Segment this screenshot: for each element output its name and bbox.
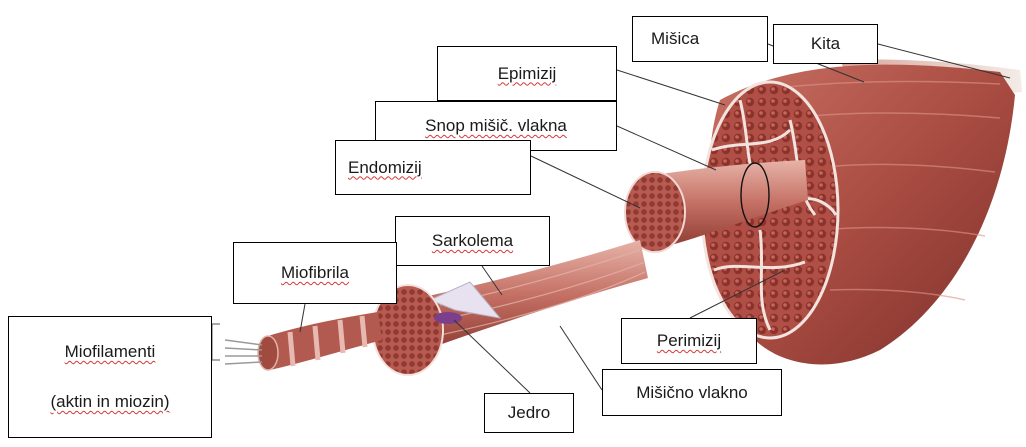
label-perimizij-text: Perimizij — [657, 331, 721, 351]
label-kita-text: Kita — [811, 34, 840, 54]
label-endomizij-text: Endomizij — [348, 158, 422, 178]
label-miofibrila-text: Miofibrila — [281, 263, 349, 283]
nucleus-shape — [434, 312, 462, 324]
label-epimizij: Epimizij — [437, 46, 617, 101]
label-misicno-vlakno-text: Mišično vlakno — [636, 383, 748, 403]
label-miofibrila: Miofibrila — [233, 242, 397, 304]
label-kita: Kita — [773, 24, 878, 64]
label-misica-text: Mišica — [651, 29, 699, 49]
label-miofilamenti: Miofilamenti (aktin in miozin) — [8, 316, 212, 438]
label-endomizij: Endomizij — [335, 140, 531, 195]
myofilament-bracket — [212, 324, 220, 360]
label-snop-text: Snop mišič. vlakna — [425, 116, 567, 136]
label-misicno-vlakno: Mišično vlakno — [602, 369, 782, 416]
fascicle-cross-section — [625, 172, 685, 252]
label-jedro: Jedro — [484, 393, 574, 433]
label-perimizij: Perimizij — [621, 318, 757, 364]
label-sarkolema-text: Sarkolema — [432, 231, 513, 251]
label-aktin-miozin-text: (aktin in miozin) — [50, 392, 169, 412]
label-misica: Mišica — [632, 16, 768, 62]
label-miofilamenti-text: Miofilamenti — [65, 342, 156, 362]
myofilament-strands — [225, 340, 262, 364]
label-epimizij-text: Epimizij — [498, 64, 557, 84]
label-jedro-text: Jedro — [508, 403, 551, 423]
myofibril-end — [258, 336, 278, 370]
label-sarkolema: Sarkolema — [395, 216, 550, 266]
